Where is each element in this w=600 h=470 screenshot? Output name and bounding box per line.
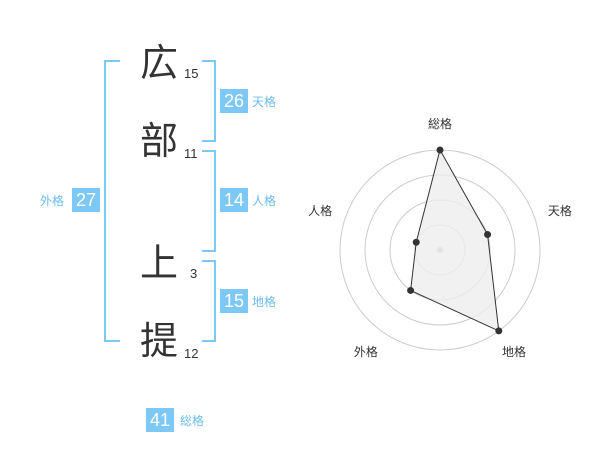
jinkaku-label: 人格 bbox=[252, 194, 277, 208]
gaikaku-value: 27 bbox=[72, 188, 100, 212]
tenkaku-label: 天格 bbox=[252, 95, 277, 109]
radar-axis-label-1: 天格 bbox=[548, 203, 572, 218]
radar-point-0 bbox=[436, 146, 444, 154]
radar-point-4 bbox=[412, 238, 420, 246]
jinkaku-bracket bbox=[202, 150, 216, 252]
soukaku-value: 41 bbox=[146, 408, 174, 432]
tenkaku-value: 26 bbox=[220, 89, 248, 113]
radar-axis-label-4: 人格 bbox=[308, 203, 332, 218]
radar-polygon bbox=[410, 148, 500, 332]
radar-point-1 bbox=[484, 231, 492, 239]
name-char-3: 上 bbox=[140, 241, 179, 285]
gaikaku-bracket bbox=[104, 60, 120, 342]
radar-axis-label-0: 総格 bbox=[428, 116, 452, 131]
name-char-4: 提 bbox=[140, 319, 179, 363]
stroke-count-1: 15 bbox=[184, 66, 199, 81]
stroke-count-2: 11 bbox=[184, 146, 198, 161]
radar-axis-label-3: 外格 bbox=[354, 344, 378, 359]
chikaku-bracket bbox=[202, 260, 216, 342]
radar-point-2 bbox=[495, 327, 503, 335]
tenkaku-bracket bbox=[202, 60, 216, 142]
stroke-count-3: 3 bbox=[190, 266, 198, 281]
radar-axis-label-2: 地格 bbox=[502, 344, 526, 359]
gaikaku-label: 外格 bbox=[40, 194, 65, 208]
name-char-2: 部 bbox=[140, 119, 179, 163]
chikaku-label: 地格 bbox=[252, 295, 277, 309]
jinkaku-value: 14 bbox=[220, 188, 248, 212]
soukaku-label: 総格 bbox=[180, 414, 205, 428]
name-char-1: 広 bbox=[140, 41, 179, 85]
radar-points bbox=[407, 146, 503, 335]
stroke-count-4: 12 bbox=[184, 346, 199, 361]
radar-point-3 bbox=[407, 286, 415, 294]
chikaku-value: 15 bbox=[220, 289, 248, 313]
